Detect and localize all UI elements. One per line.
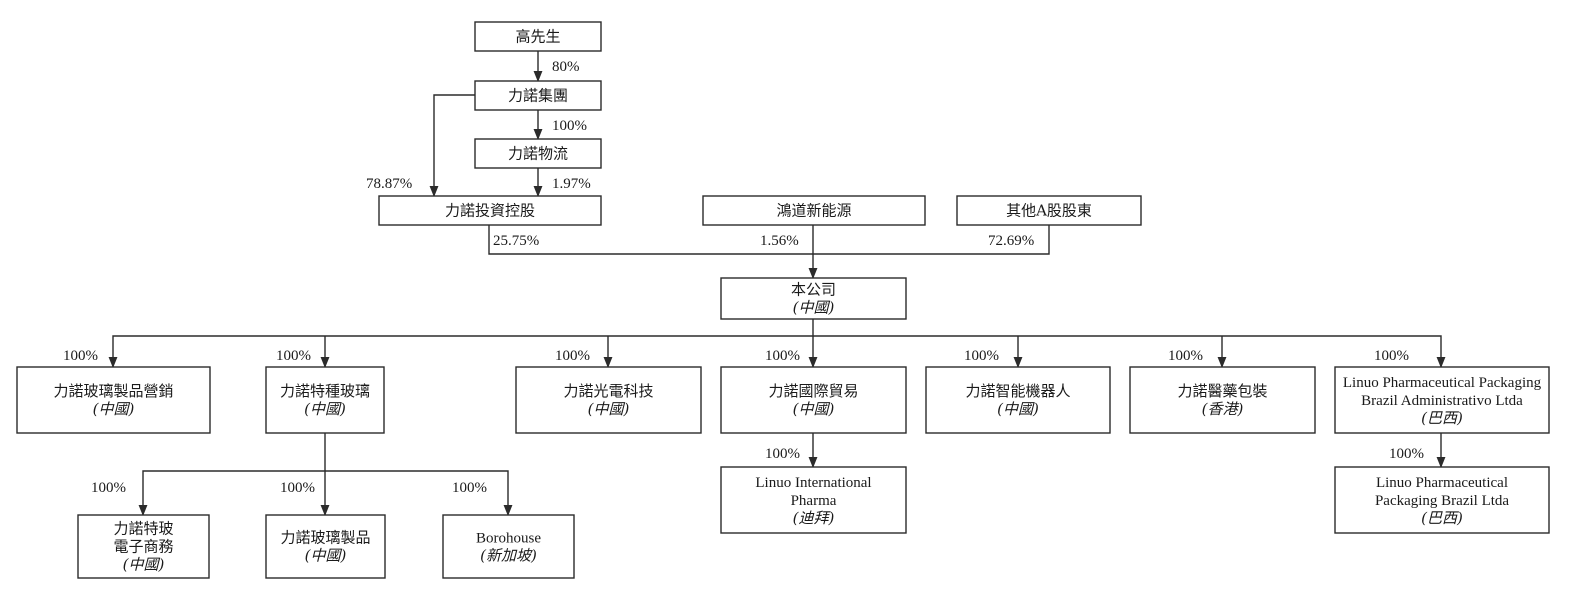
ownership-pct-company-to-intl_trade: 100% <box>765 348 800 364</box>
ownership-pct-gao-to-linuo_group: 80% <box>552 59 580 75</box>
entity-box-intl-trade: 力諾國際貿易(中國) <box>720 366 907 434</box>
ownership-pct-linuo_group-to-linuo_invest: 78.87% <box>366 176 412 192</box>
entity-box-linuo-invest: 力諾投資控股 <box>378 195 602 226</box>
entity-jurisdiction: (中國) <box>793 299 835 317</box>
entity-box-pharma-pack-hk: 力諾醫藥包裝(香港) <box>1129 366 1316 434</box>
entity-jurisdiction: (中國) <box>588 400 630 418</box>
entity-jurisdiction: (中國) <box>305 547 347 565</box>
entity-jurisdiction: (巴西) <box>1421 409 1463 427</box>
ownership-pct-other_a-to-company: 72.69% <box>988 233 1034 249</box>
entity-name: Pharma <box>791 493 837 509</box>
entity-name: 力諾玻璃製品 <box>280 529 370 547</box>
entity-jurisdiction: (中國) <box>997 400 1039 418</box>
connector-special_glass-to-ecommerce <box>138 433 326 517</box>
ownership-pct-special_glass-to-borohouse: 100% <box>452 480 487 496</box>
entity-name: Linuo Pharmaceutical Packaging <box>1343 375 1542 391</box>
ownership-pct-company-to-optoelectronic: 100% <box>555 348 590 364</box>
entity-name: Brazil Administrativo Ltda <box>1361 393 1523 409</box>
entity-box-borohouse: Borohouse(新加坡) <box>442 514 575 579</box>
ownership-pct-linuo_group-to-linuo_logistics: 100% <box>552 118 587 134</box>
entity-box-company: 本公司(中國) <box>720 277 907 320</box>
connector-other_a-to-company <box>813 225 1050 255</box>
ownership-pct-linuo_logistics-to-linuo_invest: 1.97% <box>552 176 591 192</box>
entity-box-other-a: 其他A股股東 <box>956 195 1142 226</box>
ownership-pct-intl_trade-to-intl_pharma: 100% <box>765 446 800 462</box>
entity-name: 力諾玻璃製品營銷 <box>53 382 173 400</box>
connector-linuo_group-to-linuo_invest <box>429 94 475 198</box>
entity-jurisdiction: (中國) <box>304 400 346 418</box>
entity-name: 力諾國際貿易 <box>768 382 858 400</box>
entity-box-special-glass: 力諾特種玻璃(中國) <box>265 366 385 434</box>
entity-box-linuo-group: 力諾集團 <box>474 80 602 111</box>
connector-company-to-brazil_admin <box>813 335 1446 369</box>
entity-box-gao: 高先生 <box>474 21 602 52</box>
connector-company-to-glass_marketing <box>108 319 814 369</box>
entity-box-glass-marketing: 力諾玻璃製品營銷(中國) <box>16 366 211 434</box>
entity-jurisdiction: (中國) <box>123 556 165 574</box>
entity-name: 力諾特種玻璃 <box>280 382 370 400</box>
connector-special_glass-to-borohouse <box>325 470 513 517</box>
entity-name: Linuo International <box>755 475 871 491</box>
connector-linuo_invest-to-company <box>488 225 813 255</box>
entity-name: 高先生 <box>515 28 560 46</box>
entity-jurisdiction: (香港) <box>1202 400 1244 418</box>
entity-name: 本公司 <box>791 281 836 299</box>
entity-name: 力諾集團 <box>508 87 568 105</box>
ownership-pct-brazil_admin-to-brazil_ltda: 100% <box>1389 446 1424 462</box>
entity-jurisdiction: (中國) <box>793 400 835 418</box>
entity-name: Packaging Brazil Ltda <box>1375 493 1509 509</box>
ownership-pct-company-to-pharma_pack_hk: 100% <box>1168 348 1203 364</box>
entity-name: 力諾投資控股 <box>445 202 535 220</box>
ownership-pct-linuo_invest-to-company: 25.75% <box>493 233 539 249</box>
entity-name: 力諾醫藥包裝 <box>1177 382 1267 400</box>
entity-name: 力諾光電科技 <box>563 382 653 400</box>
entity-name: 力諾智能機器人 <box>965 382 1070 400</box>
ownership-pct-company-to-robot: 100% <box>964 348 999 364</box>
ownership-pct-company-to-brazil_admin: 100% <box>1374 348 1409 364</box>
entity-name: 力諾特玻 <box>113 520 173 538</box>
entity-name: 鴻道新能源 <box>776 202 851 220</box>
entity-box-glass-products: 力諾玻璃製品(中國) <box>265 514 386 579</box>
entity-jurisdiction: (新加坡) <box>480 547 537 565</box>
entity-jurisdiction: (中國) <box>93 400 135 418</box>
entity-name: 力諾物流 <box>508 145 568 163</box>
ownership-pct-company-to-glass_marketing: 100% <box>63 348 98 364</box>
entity-box-optoelectronic: 力諾光電科技(中國) <box>515 366 702 434</box>
entity-name: Linuo Pharmaceutical <box>1376 475 1508 491</box>
ownership-pct-company-to-special_glass: 100% <box>276 348 311 364</box>
entity-name: 其他A股股東 <box>1006 202 1092 220</box>
ownership-pct-special_glass-to-ecommerce: 100% <box>91 480 126 496</box>
entity-box-robot: 力諾智能機器人(中國) <box>925 366 1111 434</box>
ownership-pct-hongdao-to-company: 1.56% <box>760 233 799 249</box>
entity-box-hongdao: 鴻道新能源 <box>702 195 926 226</box>
entity-name: 電子商務 <box>113 538 173 556</box>
ownership-pct-special_glass-to-glass_products: 100% <box>280 480 315 496</box>
entity-jurisdiction: (巴西) <box>1421 509 1463 527</box>
entity-jurisdiction: (迪拜) <box>793 509 835 527</box>
entity-name: Borohouse <box>476 531 541 547</box>
entity-box-linuo-logistics: 力諾物流 <box>474 138 602 169</box>
